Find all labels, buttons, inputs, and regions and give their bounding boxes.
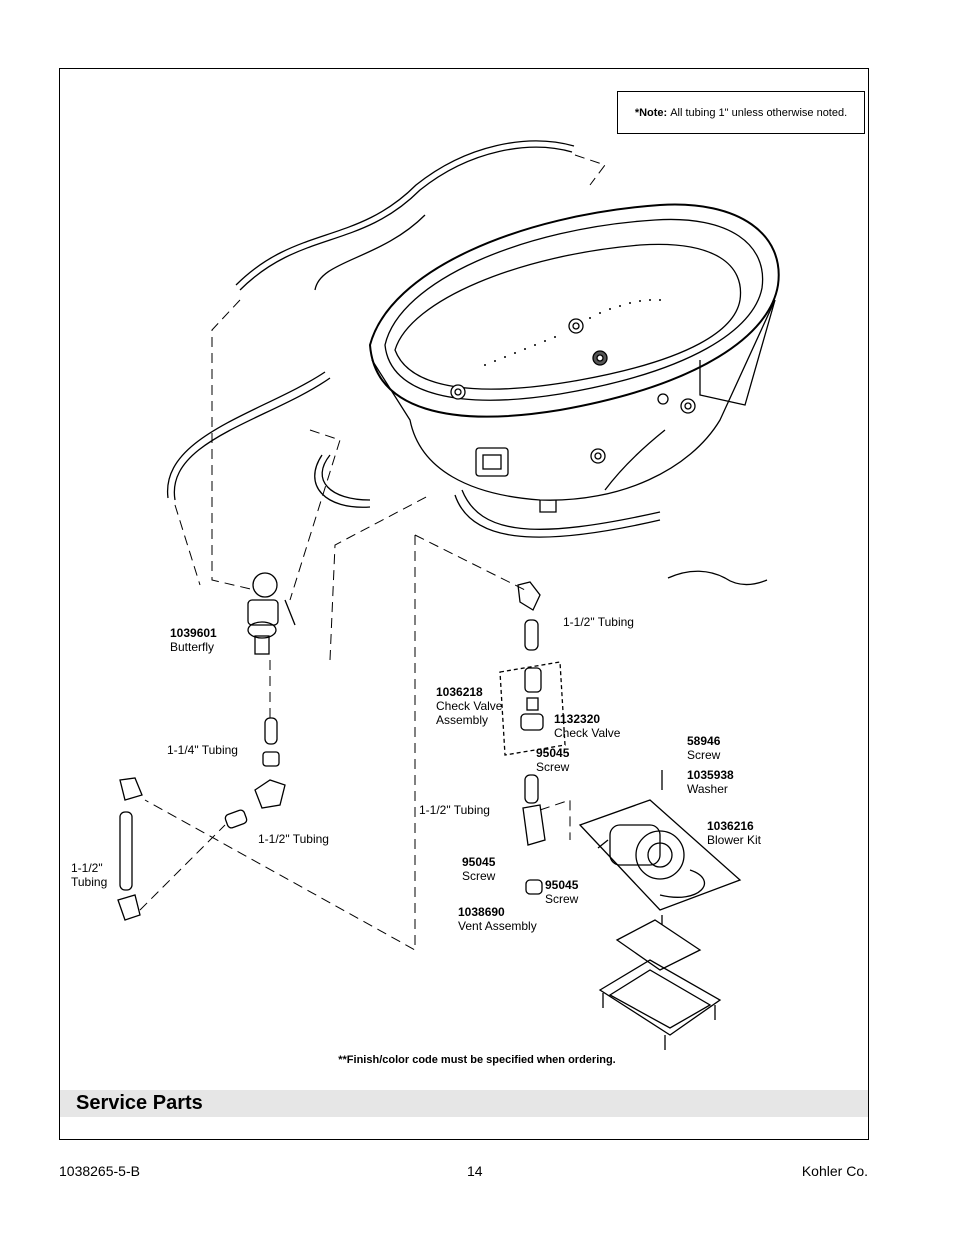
check-valve-stack bbox=[499, 581, 566, 895]
section-title: Service Parts bbox=[76, 1092, 203, 1114]
bathtub-illustration bbox=[368, 203, 780, 513]
tubing-note: *Note: All tubing 1" unless otherwise no… bbox=[617, 91, 865, 134]
tubing-1-1-4-label: 1-1/4" Tubing bbox=[167, 743, 238, 757]
footer-company: Kohler Co. bbox=[801, 1163, 868, 1179]
screw-lower-left-label: 95045 Screw bbox=[462, 855, 496, 883]
tubing-1-1-2-top-label: 1-1/2" Tubing bbox=[563, 615, 634, 629]
washer-label: 1035938 Washer bbox=[687, 768, 734, 796]
left-tubing-fittings bbox=[117, 717, 286, 921]
note-label: *Note: bbox=[634, 106, 668, 119]
tubing-1-1-2-left-label: 1-1/2" Tubing bbox=[71, 861, 108, 889]
vent-assembly-label: 1038690 Vent Assembly bbox=[458, 905, 537, 933]
footer-page-number: 14 bbox=[467, 1163, 483, 1179]
blower-kit-illustration bbox=[578, 770, 742, 1050]
note-text: All tubing 1" unless otherwise noted. bbox=[670, 106, 848, 119]
tubing-1-1-2-right-label: 1-1/2" Tubing bbox=[419, 803, 490, 817]
diagram-frame bbox=[59, 68, 869, 1140]
tubing-1-1-2-middle-label: 1-1/2" Tubing bbox=[258, 832, 329, 846]
butterfly-valve-illustration bbox=[247, 572, 296, 655]
blower-kit-label: 1036216 Blower Kit bbox=[707, 819, 762, 847]
check-valve-label: 1132320 Check Valve bbox=[554, 712, 621, 740]
finish-color-note: **Finish/color code must be specified wh… bbox=[338, 1054, 616, 1066]
section-header-bar: Service Parts bbox=[60, 1090, 868, 1117]
screw-upper-label: 95045 Screw bbox=[536, 746, 570, 774]
check-valve-assembly-label: 1036218 Check Valve Assembly bbox=[436, 685, 503, 727]
butterfly-label: 1039601 Butterfly bbox=[170, 626, 217, 654]
air-hoses bbox=[167, 140, 661, 538]
break-mark bbox=[667, 570, 768, 586]
assembly-leader-lines bbox=[139, 154, 606, 951]
screw-58946-label: 58946 Screw bbox=[687, 734, 721, 762]
footer-doc-number: 1038265-5-B bbox=[59, 1163, 140, 1179]
screw-lower-right-label: 95045 Screw bbox=[545, 878, 579, 906]
